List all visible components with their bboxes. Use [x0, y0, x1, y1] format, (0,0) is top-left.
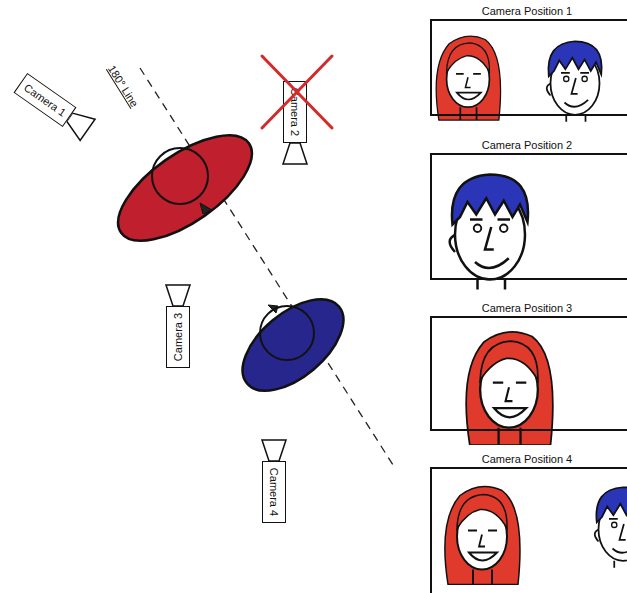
line-label: 180° Line — [105, 63, 140, 109]
camera-box: Camera 4 — [262, 461, 286, 523]
actor-blue — [226, 282, 359, 408]
shot-frame — [430, 19, 627, 116]
shot-frame — [430, 153, 627, 280]
shot-frame — [430, 316, 627, 431]
camera-lens — [62, 107, 307, 461]
shot-frame — [430, 467, 627, 593]
axis-line — [140, 68, 395, 468]
shot-panel: Camera Position 1 — [430, 3, 627, 116]
camera-box: Camera 3 — [166, 306, 190, 368]
camera-box: Camera 2 — [283, 81, 307, 143]
panel-heading: Camera Position 4 — [430, 451, 624, 467]
camera-label: Camera 1 — [22, 81, 68, 119]
forbidden-cross — [262, 56, 332, 128]
camera-label: Camera 4 — [268, 468, 280, 516]
shot-panel: Camera Position 3 — [430, 300, 627, 431]
panel-heading: Camera Position 3 — [430, 300, 624, 316]
camera-label: Camera 2 — [289, 88, 301, 136]
actor-red — [102, 115, 269, 260]
camera-box: Camera 1 — [14, 73, 77, 127]
panel-heading: Camera Position 1 — [430, 3, 624, 19]
camera-label: Camera 3 — [172, 313, 184, 361]
shot-panel: Camera Position 4 — [430, 451, 627, 593]
panel-heading: Camera Position 2 — [430, 137, 624, 153]
shot-panel: Camera Position 2 — [430, 137, 627, 280]
